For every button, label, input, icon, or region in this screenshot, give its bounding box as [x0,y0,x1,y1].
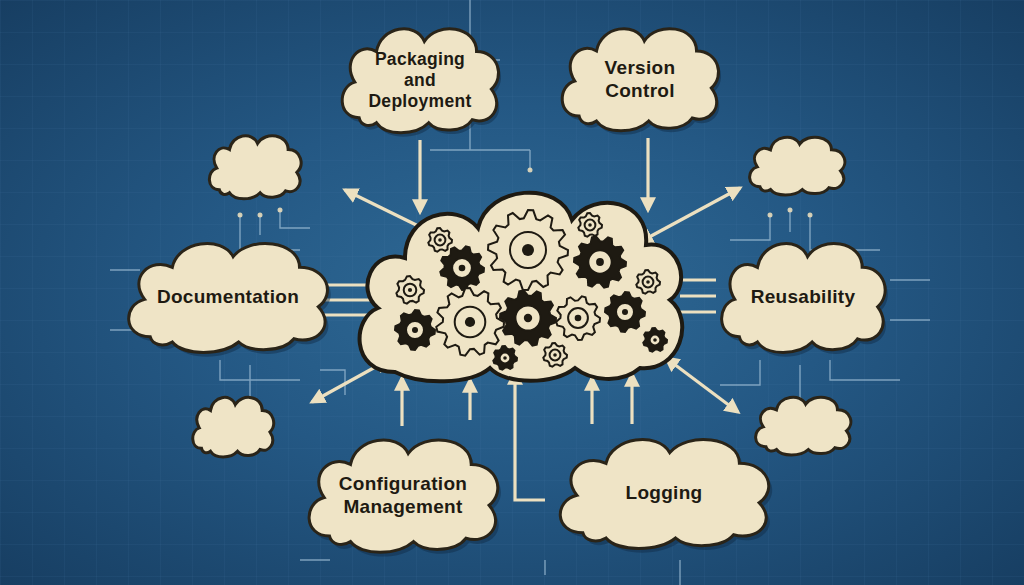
gear-hub [406,321,424,339]
cloud-node: Version Control [553,16,727,136]
gear [436,288,504,356]
gear-hub [510,232,546,268]
gear-axle [588,223,592,227]
gear-hub [568,308,588,328]
gear-hub [588,250,611,273]
cloud-label: Reusability [743,286,863,309]
gear [428,228,452,252]
gear [578,213,602,237]
gear [493,346,517,370]
cloud-label: Configuration Management [334,473,473,519]
gear-hub [455,307,486,338]
cloud-node: Logging [548,426,780,554]
gear [605,292,645,332]
gear-hub [585,220,596,231]
gear-axle [575,315,582,322]
gear-hub [515,305,540,330]
gear-axle [412,327,418,333]
cloud-label: Documentation [155,286,301,309]
gear-hub [435,235,446,246]
gear-hub [550,350,561,361]
gear-axle [408,288,412,292]
gear-axle [646,280,650,284]
gear-axle [503,356,507,360]
cloud-node: Reusability [712,230,894,358]
cloud-label: Version Control [583,57,698,103]
cloud-label: Packaging and Deployment [363,49,478,112]
gear-axle [459,265,466,272]
gear-axle [553,353,557,357]
gear-hub [616,303,634,321]
gear [440,246,484,290]
gear-hub [452,258,472,278]
gear [556,296,600,340]
gear-axle [622,309,628,315]
gear [396,276,424,304]
gear [643,328,667,352]
gear-axle [465,317,475,327]
gear [574,236,626,287]
gear-axle [653,338,657,342]
gear-hub [650,335,661,346]
gear-axle [596,258,604,266]
gear [543,343,567,367]
gear-axle [522,244,534,256]
gear-hub [500,353,511,364]
gear-hub [404,284,417,297]
cloud-node: Documentation [117,230,338,358]
gear [488,210,568,290]
gear-axle [524,314,532,322]
cloud-label: Logging [587,482,740,505]
central-gear-cloud [360,193,683,382]
gear-axle [438,238,442,242]
gear [636,270,660,294]
cloud-node: Packaging and Deployment [333,16,507,138]
cloud-node: Configuration Management [298,426,508,558]
circuit-lines [110,0,930,585]
gear [395,310,435,350]
gear [500,290,556,345]
gear-hub [643,277,654,288]
